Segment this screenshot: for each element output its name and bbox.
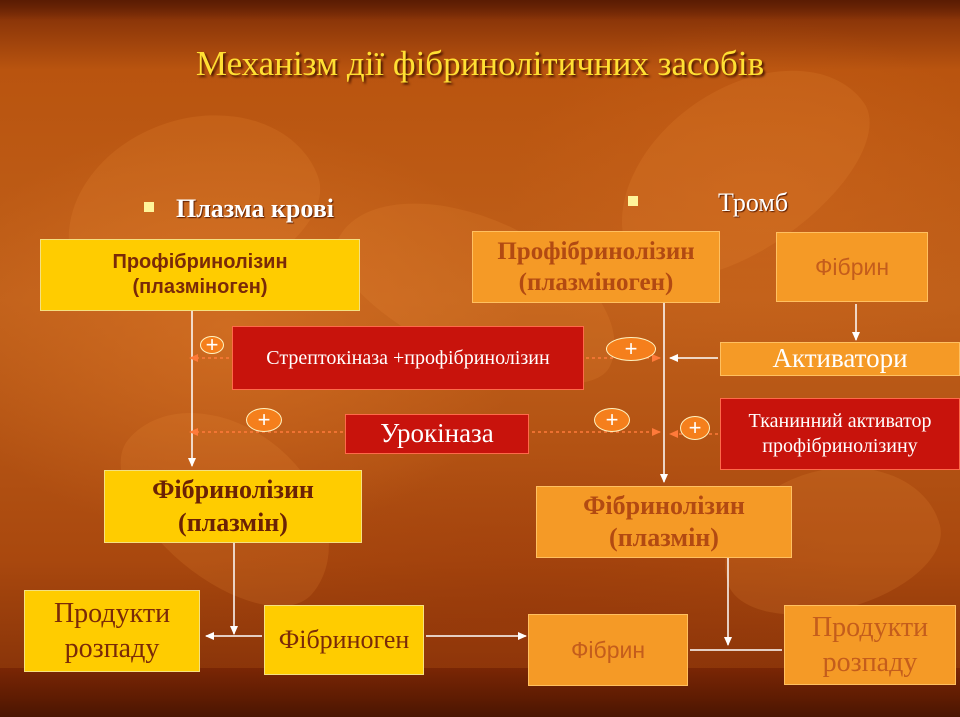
right-fibrin-bottom-box: Фібрин	[528, 614, 688, 686]
plus-icon: +	[606, 337, 656, 361]
right-fibrin-top-label: Фібрин	[814, 253, 890, 280]
left-fibrinolysin-box: Фібринолізин (плазмін)	[104, 470, 362, 543]
streptokinase-label: Стрептокіназа +профібринолізин	[266, 346, 550, 369]
streptokinase-box: Стрептокіназа +профібринолізин	[232, 326, 584, 390]
left-profibrinolysin-line1: Профібринолізин	[112, 251, 288, 273]
bullet-square-icon	[144, 202, 154, 213]
slide-title: Механізм дії фібринолітичних засобів	[195, 44, 765, 83]
left-products-line1: Продукти	[53, 598, 171, 629]
left-fibrinolysin-line2: (плазмін)	[178, 507, 288, 537]
bullet-plasma: Плазма крові	[144, 194, 334, 224]
right-profibrinolysin-box: Профібринолізин (плазміноген)	[472, 231, 720, 303]
tissue-activator-line2: профібринолізину	[762, 435, 918, 457]
thrombus-heading: Тромб	[718, 188, 789, 217]
right-products-box: Продукти розпаду	[784, 605, 956, 685]
right-profibrinolysin-line1: Профібринолізин	[497, 237, 695, 265]
urokinase-label: Урокіназа	[380, 418, 494, 449]
tissue-activator-line1: Тканинний активатор	[748, 410, 932, 432]
plus-icon: +	[200, 334, 224, 356]
right-fibrinolysin-line1: Фібринолізин	[583, 490, 745, 520]
activators-box: Активатори	[720, 342, 960, 376]
plasma-heading: Плазма крові	[176, 194, 334, 223]
left-profibrinolysin-line2: (плазміноген)	[132, 276, 268, 298]
left-products-line2: розпаду	[64, 633, 160, 664]
right-profibrinolysin-line2: (плазміноген)	[518, 269, 674, 296]
bullet-thrombus: Тромб	[628, 188, 788, 218]
plus-icon: +	[594, 408, 630, 432]
right-products-line2: розпаду	[822, 647, 918, 678]
plus-icon: +	[246, 408, 282, 432]
bullet-square-icon	[628, 196, 638, 207]
top-band	[0, 0, 960, 20]
right-fibrin-top-box: Фібрин	[776, 232, 928, 302]
left-profibrinolysin-box: Профібринолізин (плазміноген)	[40, 239, 360, 311]
left-products-box: Продукти розпаду	[24, 590, 200, 672]
tissue-activator-box: Тканинний активатор профібринолізину	[720, 398, 960, 470]
fibrinogen-box: Фібриноген	[264, 605, 424, 675]
fibrinogen-label: Фібриноген	[278, 624, 410, 654]
right-fibrinolysin-box: Фібринолізин (плазмін)	[536, 486, 792, 558]
urokinase-box: Урокіназа	[345, 414, 529, 454]
right-products-line1: Продукти	[811, 612, 929, 643]
right-fibrinolysin-line2: (плазмін)	[609, 523, 719, 552]
right-fibrin-bottom-label: Фібрин	[570, 636, 646, 663]
left-fibrinolysin-line1: Фібринолізин	[152, 475, 314, 504]
activators-label: Активатори	[772, 343, 908, 374]
plus-icon: +	[680, 416, 710, 440]
